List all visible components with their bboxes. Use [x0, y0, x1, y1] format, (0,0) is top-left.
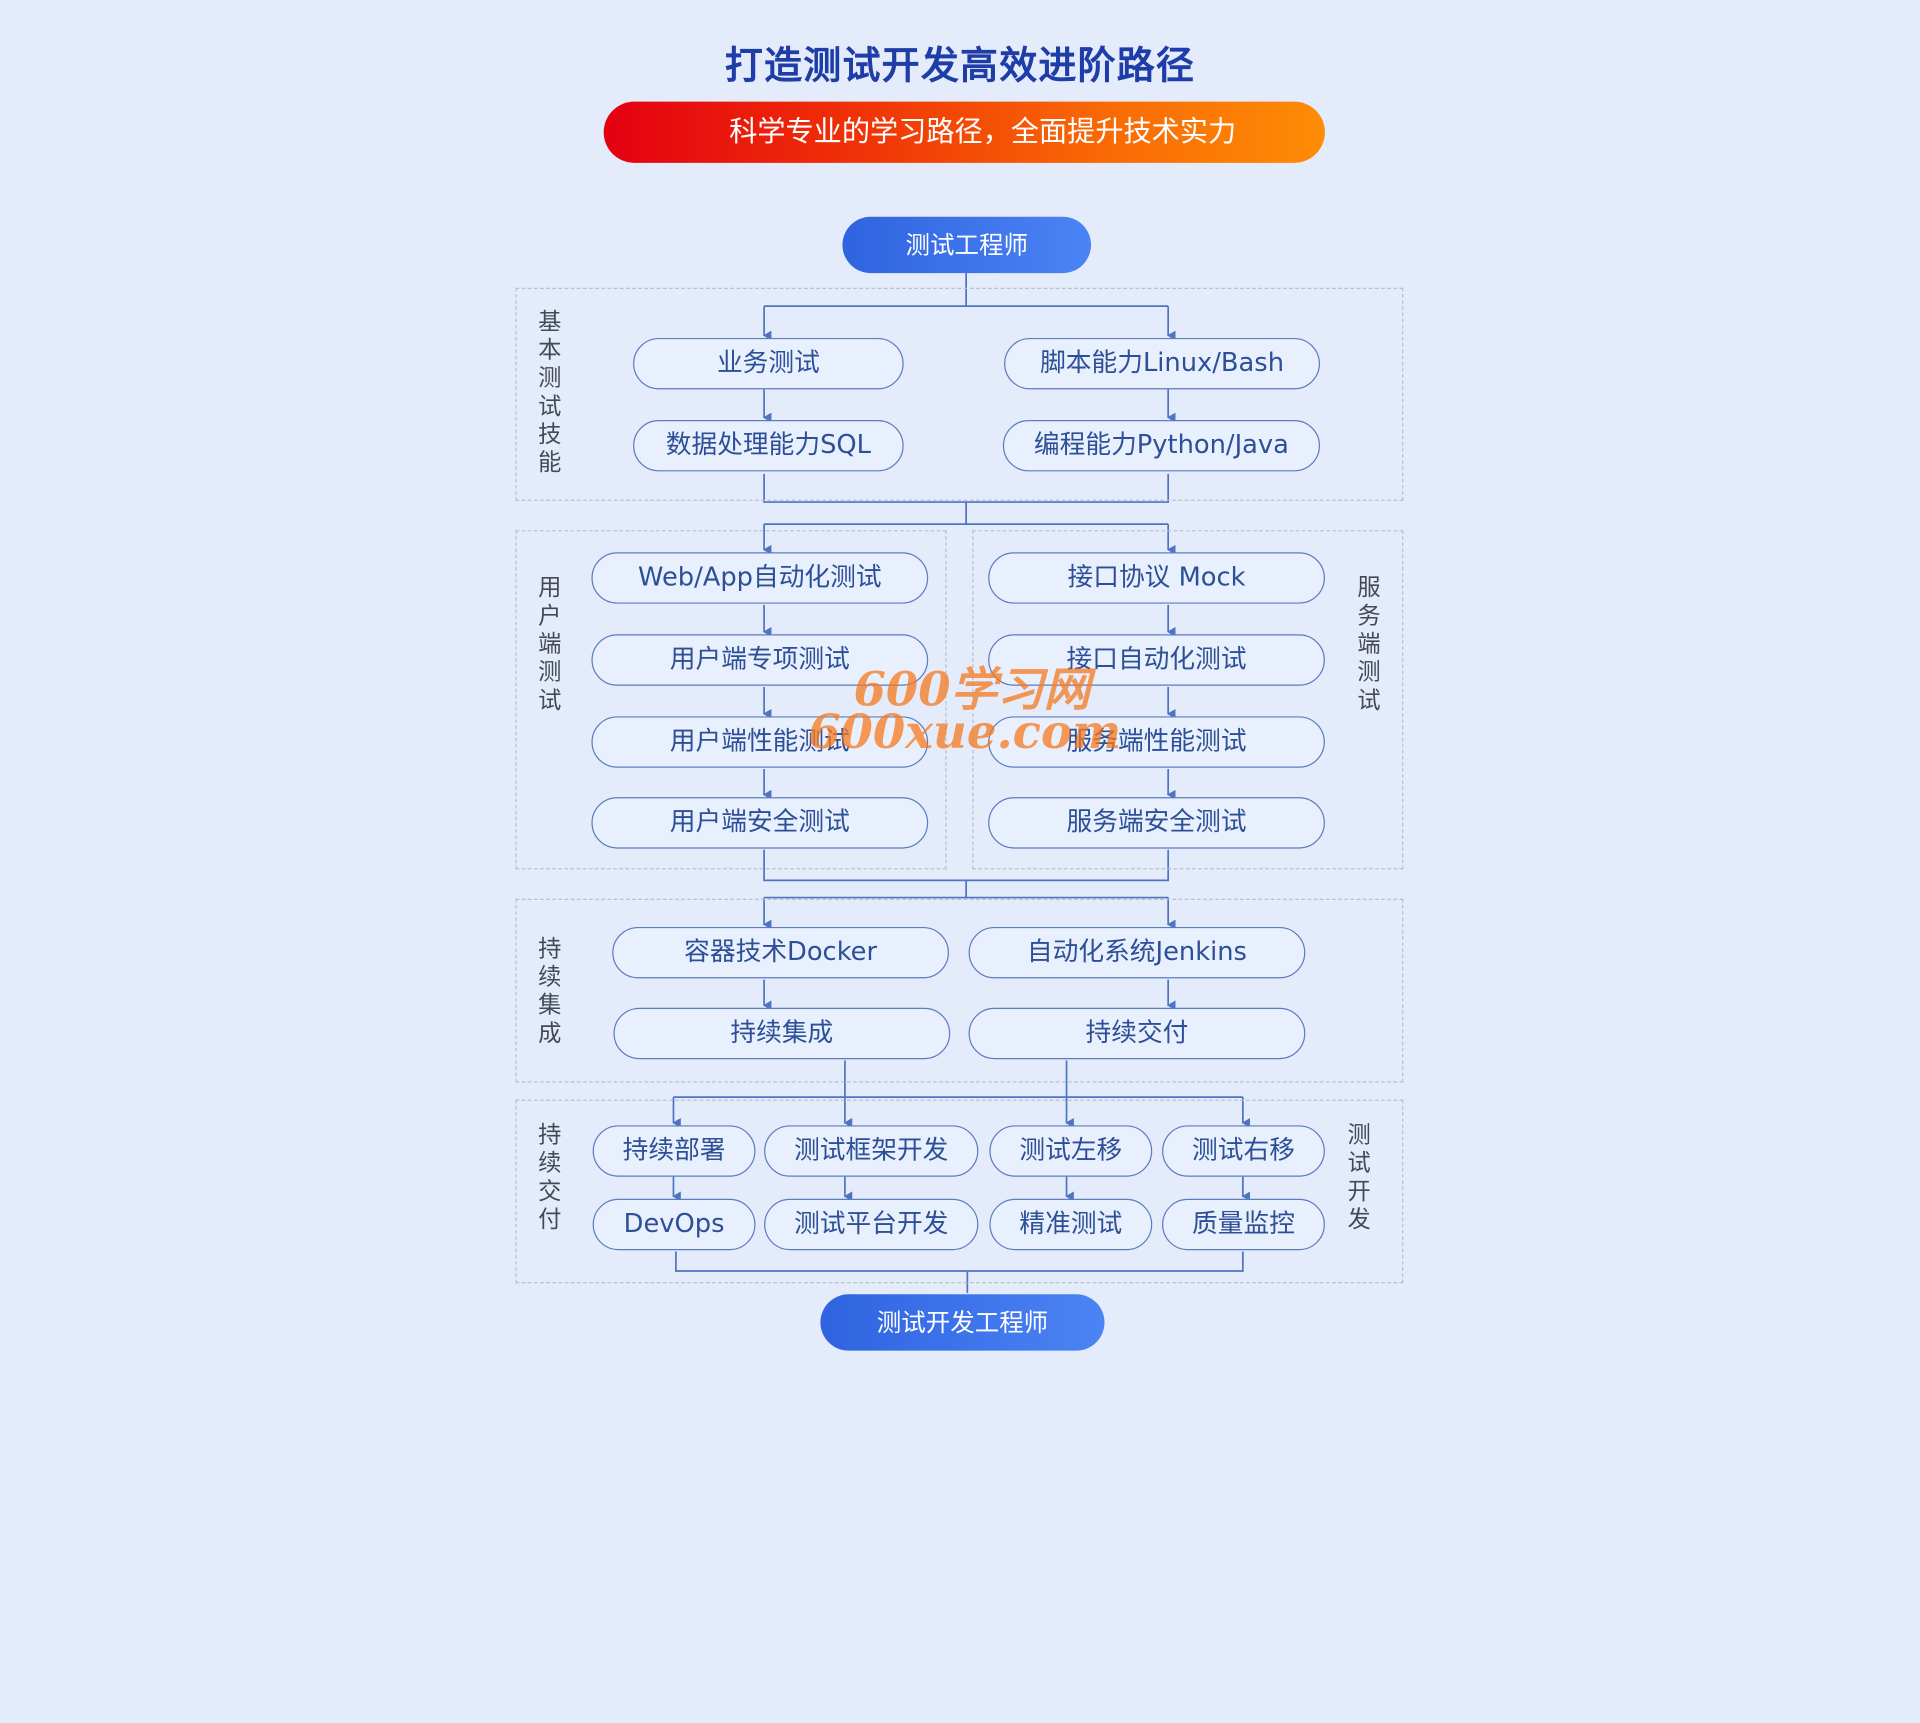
node-docker-container: 容器技术Docker [612, 926, 949, 979]
node-interface-protocol-mock: 接口协议 Mock [988, 552, 1325, 604]
group-label-continuous-integration: 持续集成 [538, 935, 562, 1047]
node-web-app-automation: Web/App自动化测试 [591, 552, 929, 604]
node-precision-testing: 精准测试 [989, 1198, 1153, 1251]
node-sql-data-processing: 数据处理能力SQL [633, 420, 904, 472]
group-basic-skills [515, 287, 1404, 501]
node-quality-monitoring: 质量监控 [1162, 1198, 1325, 1251]
group-label-continuous-delivery: 持续交付 [538, 1121, 562, 1234]
group-continuous-integration [515, 898, 1404, 1083]
group-continuous-delivery [515, 1099, 1404, 1284]
connector-lines [672, 271, 1251, 1294]
subtitle-banner: 科学专业的学习路径，全面提升技术实力 [603, 101, 1325, 163]
page-title: 打造测试开发高效进阶路径 [724, 44, 1196, 89]
node-shift-left-testing: 测试左移 [989, 1125, 1153, 1177]
group-label-test-development: 测试开发 [1347, 1121, 1371, 1234]
group-label-client-testing: 用户端测试 [538, 574, 562, 714]
end-role-test-dev-engineer: 测试开发工程师 [820, 1294, 1105, 1351]
node-devops: DevOps [592, 1198, 756, 1251]
node-client-security-testing: 用户端安全测试 [591, 797, 929, 849]
node-business-testing: 业务测试 [633, 337, 904, 390]
node-test-platform-dev: 测试平台开发 [764, 1198, 979, 1251]
node-server-security-testing: 服务端安全测试 [988, 797, 1325, 849]
node-continuous-integration: 持续集成 [613, 1007, 951, 1060]
node-test-framework-dev: 测试框架开发 [764, 1125, 979, 1177]
group-label-server-testing: 服务端测试 [1357, 574, 1381, 714]
node-client-special-testing: 用户端专项测试 [591, 634, 929, 686]
start-role-test-engineer: 测试工程师 [842, 216, 1092, 274]
node-shift-right-testing: 测试右移 [1162, 1125, 1325, 1177]
node-interface-automation: 接口自动化测试 [988, 634, 1325, 686]
group-client-testing [515, 530, 947, 870]
node-client-performance-testing: 用户端性能测试 [591, 716, 929, 768]
watermark-line-2: 600xue.com [808, 704, 1122, 760]
node-continuous-deployment: 持续部署 [592, 1125, 756, 1177]
node-linux-bash-scripting: 脚本能力Linux/Bash [1004, 337, 1321, 390]
node-jenkins-automation: 自动化系统Jenkins [968, 926, 1306, 979]
node-server-performance-testing: 服务端性能测试 [988, 716, 1325, 768]
node-continuous-delivery: 持续交付 [968, 1007, 1306, 1060]
group-server-testing [972, 530, 1404, 870]
watermark-line-1: 600学习网 [853, 661, 1091, 717]
node-python-java-programming: 编程能力Python/Java [1002, 420, 1321, 472]
group-label-basic-skills: 基本测试技能 [538, 308, 562, 477]
